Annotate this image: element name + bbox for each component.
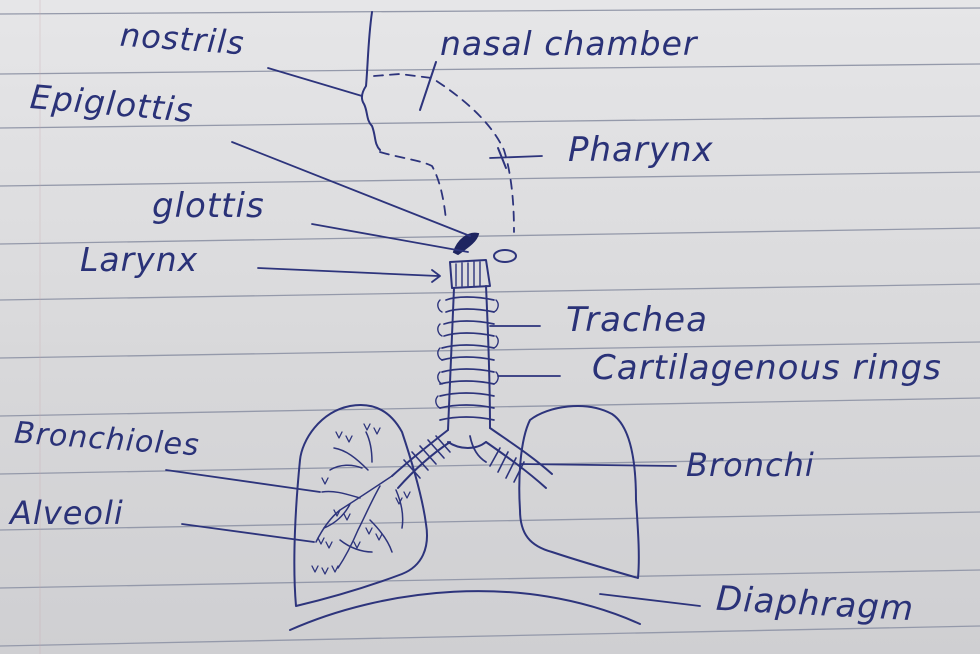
left-lung — [294, 405, 427, 606]
cartilagenous-rings — [440, 297, 494, 420]
diaphragm — [290, 591, 640, 630]
nasal-chamber-front-wall — [362, 12, 380, 150]
leader-diaphragm — [600, 594, 700, 606]
label-cartilagenous-rings: Cartilagenous rings — [592, 348, 942, 388]
alveoli-clusters — [312, 424, 410, 574]
label-nasal-chamber: nasal chamber — [440, 24, 697, 63]
label-glottis: glottis — [152, 186, 265, 226]
leader-larynx — [258, 268, 440, 282]
right-lung — [519, 406, 639, 578]
nasal-chamber-floor — [380, 152, 446, 220]
label-pharynx: Pharynx — [568, 130, 714, 170]
label-trachea: Trachea — [566, 300, 708, 340]
label-larynx: Larynx — [80, 240, 198, 279]
left-bronchus — [392, 430, 450, 488]
leader-glottis — [312, 224, 468, 252]
leader-epiglottis — [232, 142, 470, 236]
glottis — [494, 250, 516, 262]
leader-bronchioles — [166, 470, 320, 492]
leader-nostrils — [268, 68, 362, 96]
label-alveoli: Alveoli — [10, 494, 124, 532]
label-bronchi: Bronchi — [686, 446, 815, 484]
pharynx-leader — [490, 156, 542, 158]
nasal-chamber-marker — [420, 62, 436, 110]
bronchi-rings — [404, 436, 524, 482]
